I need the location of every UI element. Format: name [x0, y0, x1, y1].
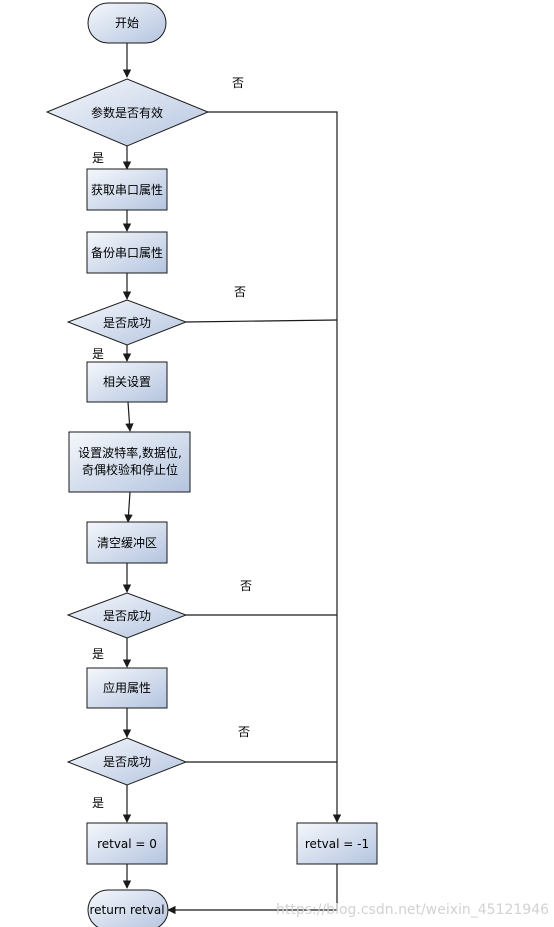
- edge-check1-no: [185, 319, 338, 323]
- ret-zero-process: [86, 822, 168, 865]
- check-params-decision: [45, 78, 210, 147]
- check-params-label: 参数是否有效: [91, 105, 163, 120]
- ret-zero-label: retval = 0: [97, 837, 157, 851]
- edge-ret-neg-to-end: [167, 864, 338, 915]
- get-attr-process: [86, 168, 168, 211]
- end-terminal: [87, 889, 169, 927]
- set-params-label-line1: 设置波特率,数据位,: [78, 445, 182, 460]
- edge-label-no-4: 否: [238, 725, 250, 739]
- ret-neg-label: retval = -1: [305, 837, 369, 851]
- edge-label-no-2: 否: [234, 285, 246, 299]
- edge-related-to-set-params: [125, 401, 134, 432]
- related-settings-label: 相关设置: [103, 375, 151, 389]
- nodes: [45, 2, 378, 927]
- edge-set-params-to-clear: [124, 491, 133, 523]
- related-settings-process: [86, 361, 168, 403]
- edge-label-yes-3: 是: [92, 647, 104, 661]
- apply-attr-label: 应用属性: [103, 680, 151, 695]
- edge-label-yes-1: 是: [92, 151, 104, 165]
- edges: [122, 43, 342, 915]
- check2-decision: [66, 592, 188, 639]
- check2-label: 是否成功: [103, 609, 151, 623]
- backup-attr-process: [86, 231, 168, 274]
- set-params-label-line2: 奇偶校验和停止位: [82, 462, 178, 477]
- edge-label-yes-2: 是: [92, 347, 104, 361]
- start-terminal: [87, 2, 167, 44]
- edge-label-yes-4: 是: [92, 796, 104, 810]
- watermark: https://blog.csdn.net/weixin_45121946: [276, 902, 549, 918]
- clear-buffer-label: 清空缓冲区: [97, 535, 157, 550]
- check3-decision: [66, 737, 188, 786]
- backup-attr-label: 备份串口属性: [91, 246, 163, 260]
- get-attr-label: 获取串口属性: [91, 183, 163, 197]
- check1-decision: [66, 299, 188, 346]
- edge-label-no-3: 否: [240, 579, 252, 593]
- ret-neg-process: [296, 822, 378, 865]
- edge-label-no-1: 否: [232, 76, 244, 90]
- check1-label: 是否成功: [103, 316, 151, 330]
- check3-label: 是否成功: [103, 755, 151, 769]
- edge-check-params-no: [208, 111, 342, 823]
- set-params-process: [68, 431, 191, 493]
- clear-buffer-process: [86, 521, 168, 564]
- end-label: return retval: [89, 903, 164, 917]
- start-label: 开始: [115, 16, 139, 30]
- apply-attr-process: [86, 667, 168, 709]
